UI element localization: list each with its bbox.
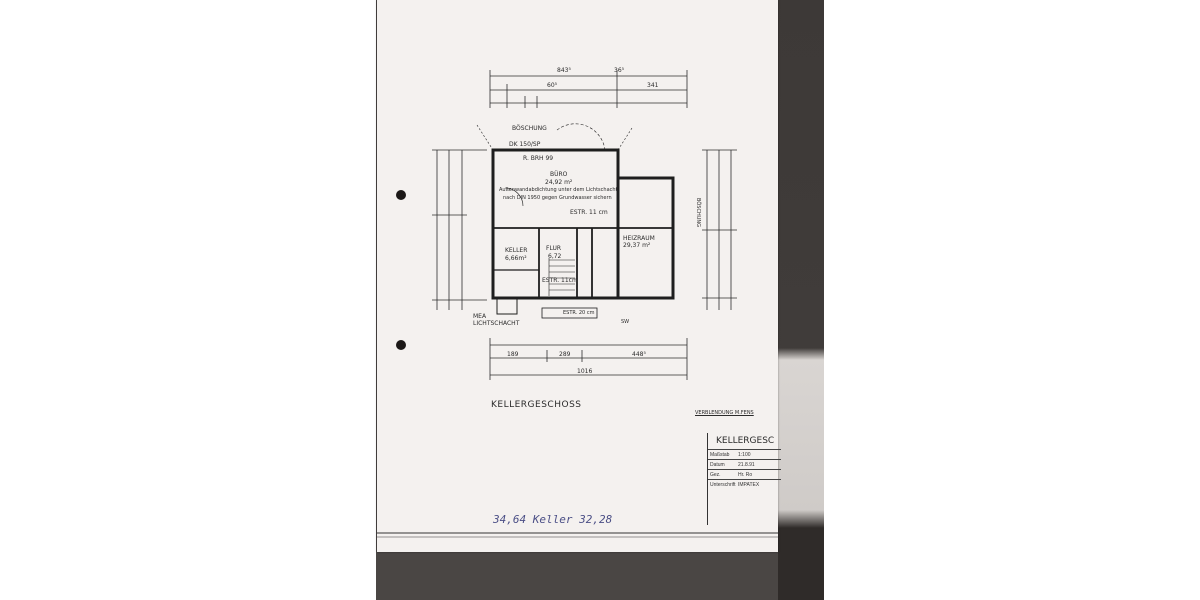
annotation-boschung-side: BÖSCHUNG bbox=[694, 198, 701, 227]
floor-title: KELLERGESCHOSS bbox=[491, 400, 582, 410]
dimension-bottom-total: 1016 bbox=[577, 368, 593, 375]
annotation-note-line-1: Außenwandabdichtung unter dem Lichtschac… bbox=[499, 187, 618, 193]
room-name-flur: FLUR bbox=[546, 245, 562, 252]
annotation-estr: ESTR. 11 cm bbox=[570, 209, 608, 216]
room-area-flur: 6,72 bbox=[548, 253, 562, 260]
dimension-top-segment-2: 36⁵ bbox=[614, 67, 625, 74]
annotation-sw: SW bbox=[621, 319, 630, 325]
title-block-row-signature: Unterschrift IMPATEX bbox=[708, 479, 781, 488]
annotation-dk: DK 150/SP bbox=[509, 141, 541, 148]
annotation-note-line-2: nach DIN 1950 gegen Grundwasser sichern bbox=[503, 195, 612, 201]
punch-hole-bottom bbox=[396, 340, 406, 350]
room-area-heizraum: 29,37 m² bbox=[623, 242, 651, 249]
title-block-heading: KELLERGESC bbox=[716, 436, 775, 446]
title-block-row-drawn: Gez. Hr. Ro bbox=[708, 469, 781, 478]
photo-background-right bbox=[778, 0, 824, 600]
title-block-row-date: Datum 21.8.91 bbox=[708, 459, 781, 468]
dimension-bottom-segment-2: 289 bbox=[559, 351, 571, 358]
annotation-brh: R. BRH 99 bbox=[523, 155, 554, 162]
floor-plan-drawing bbox=[377, 70, 778, 538]
dimension-top-segment-3: 341 bbox=[647, 82, 659, 89]
floor-plan-sheet: 843⁵ 60⁵ 36⁵ 341 BÖSCHUNG DK 150/SP R. B… bbox=[377, 0, 781, 552]
annotation-estr-2: ESTR. 11cm bbox=[542, 277, 578, 284]
room-name-heizraum: HEIZRAUM bbox=[623, 235, 655, 242]
title-block: KELLERGESC Maßstab 1:100 Datum 21.8.91 G… bbox=[707, 433, 781, 525]
title-block-row-scale: Maßstab 1:100 bbox=[708, 449, 781, 458]
room-area-buro: 24,92 m² bbox=[545, 179, 573, 186]
punch-hole-top bbox=[396, 190, 406, 200]
room-name-buro: BÜRO bbox=[550, 171, 568, 178]
dimension-top-segment-1: 60⁵ bbox=[547, 82, 558, 89]
dimension-bottom-segment-1: 189 bbox=[507, 351, 519, 358]
dimension-bottom-segment-3: 448⁵ bbox=[632, 351, 646, 358]
annotation-estr-bottom: ESTR. 20 cm bbox=[563, 310, 595, 316]
annotation-verblendung: VERBLENDUNG M.FENS bbox=[695, 410, 754, 416]
handwritten-area-note: 34,64 Keller 32,28 bbox=[493, 513, 613, 526]
dimension-top-total: 843⁵ bbox=[557, 67, 571, 74]
annotation-boschung: BÖSCHUNG bbox=[512, 125, 547, 132]
room-area-keller: 6,66m² bbox=[505, 255, 527, 262]
annotation-mea: MEA bbox=[473, 313, 487, 320]
annotation-lichtschacht: LICHTSCHACHT bbox=[473, 320, 520, 327]
room-name-keller: KELLER bbox=[505, 247, 528, 254]
